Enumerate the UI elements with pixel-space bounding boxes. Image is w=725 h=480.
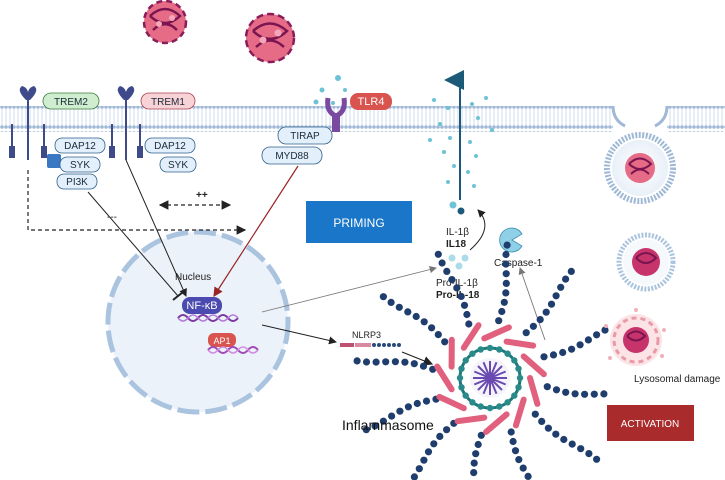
nfkb-label: NF-κB bbox=[186, 300, 217, 312]
syk-left-label: SYK bbox=[70, 160, 90, 171]
myd88-label: MYD88 bbox=[275, 151, 309, 162]
lysosome-damaged bbox=[604, 308, 666, 366]
tlr4-receptor bbox=[325, 97, 347, 132]
dap12-right-label: DAP12 bbox=[154, 141, 186, 152]
mature-cytokine-dots bbox=[449, 201, 465, 215]
caspase-icon bbox=[499, 227, 523, 253]
lysosomal-damage-label: Lysosomal damage bbox=[634, 374, 721, 385]
protein-aggregate-icon bbox=[244, 12, 296, 64]
syk-right-label: SYK bbox=[168, 160, 188, 171]
nlrp3-chain bbox=[340, 343, 401, 347]
caspase-label: Caspase-1 bbox=[494, 258, 543, 269]
activation-label: ACTIVATION bbox=[621, 419, 680, 430]
minus-sign: --- bbox=[107, 212, 117, 223]
protein-aggregate-icon bbox=[142, 0, 188, 45]
dap12-left-label: DAP12 bbox=[64, 141, 96, 152]
il1b-label: IL-1β bbox=[446, 227, 469, 238]
trem1-label: TREM1 bbox=[151, 97, 185, 108]
nlrp3-label: NLRP3 bbox=[352, 330, 381, 340]
plus-sign: ++ bbox=[196, 190, 208, 201]
pi3k-label: PI3K bbox=[66, 177, 88, 188]
protein-aggregate-icon bbox=[625, 153, 655, 183]
lps-particles bbox=[313, 75, 347, 105]
inflammasome-complex bbox=[353, 241, 609, 480]
tirap-label: TIRAP bbox=[290, 131, 320, 142]
pro-cytokine-dots bbox=[448, 254, 469, 270]
nucleus bbox=[105, 229, 291, 415]
trem2-label: TREM2 bbox=[54, 97, 88, 108]
priming-label: PRIMING bbox=[333, 216, 384, 230]
trem2-receptor bbox=[9, 86, 47, 160]
inflammasome-label: Inflammasome bbox=[342, 417, 434, 433]
nucleus-label: Nucleus bbox=[175, 272, 211, 283]
il18-label: IL18 bbox=[446, 239, 466, 250]
lysosome-intact bbox=[616, 232, 676, 292]
pro-il1b-label: Pro-IL-1β bbox=[436, 278, 478, 289]
cytokine-secretion bbox=[428, 70, 494, 200]
trem1-receptor bbox=[109, 86, 143, 160]
ap1-label: AP1 bbox=[213, 336, 230, 346]
tlr4-label: TLR4 bbox=[358, 96, 385, 108]
